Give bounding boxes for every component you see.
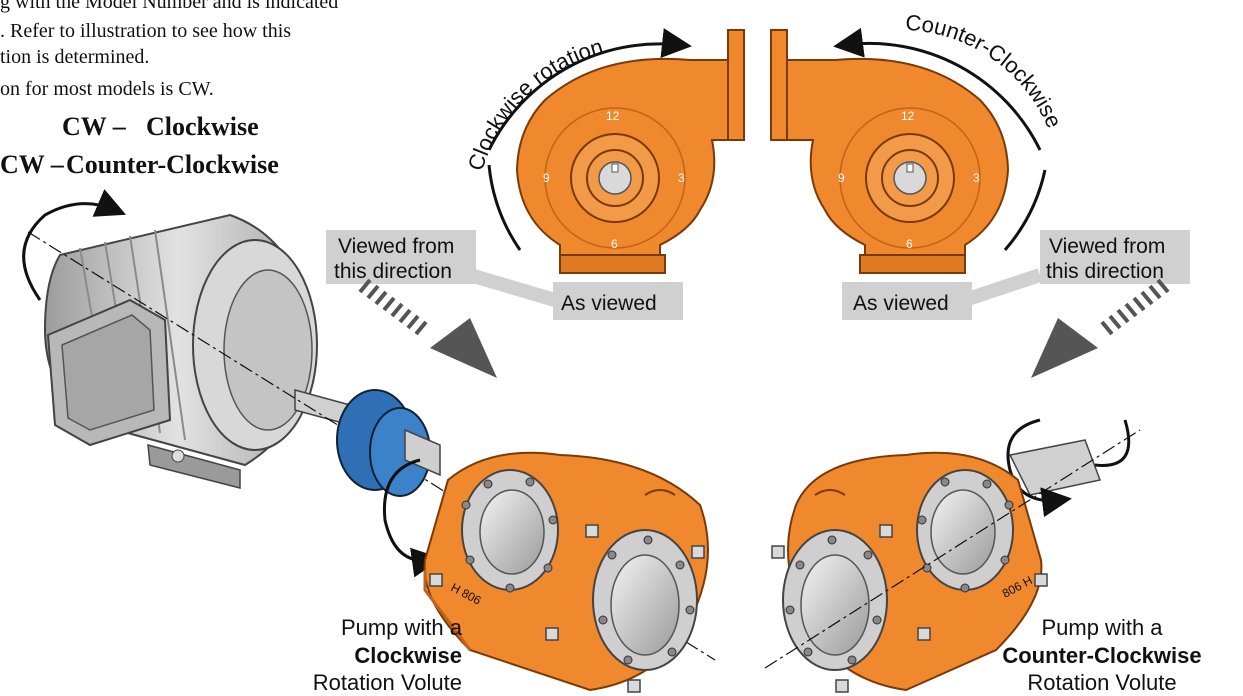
cw-caption-line2: Clockwise <box>354 643 462 668</box>
viewed-left-line2: this direction <box>334 260 452 283</box>
dial-6-right: 6 <box>906 237 913 251</box>
as-viewed-left-box: As viewed <box>553 282 683 320</box>
cw-caption-line1: Pump with a <box>341 615 463 640</box>
motor-illustration <box>24 204 350 488</box>
cw-caption-line3: Rotation Volute <box>313 670 462 695</box>
direction-arrow-icon <box>1031 280 1168 378</box>
as-viewed-right-box: As viewed <box>842 282 972 320</box>
dial-6-left: 6 <box>611 237 618 251</box>
volute-ccw-icon: Counter-Clockwise 12 3 6 9 <box>771 10 1067 273</box>
intro-line-3: tion is determined. <box>0 46 149 68</box>
dial-9-left: 9 <box>543 171 550 185</box>
dial-12-right: 12 <box>901 109 915 123</box>
viewed-from-right-box: Viewed from this direction <box>1040 230 1190 284</box>
viewed-right-line2: this direction <box>1046 260 1164 283</box>
viewed-from-left-box: Viewed from this direction <box>326 230 476 284</box>
dial-12-left: 12 <box>606 109 620 123</box>
viewed-left-line1: Viewed from <box>338 235 454 258</box>
coupling-illustration <box>337 390 440 496</box>
ccw-caption-line3: Rotation Volute <box>1027 670 1176 695</box>
cw-code: CW – <box>62 112 127 141</box>
as-viewed-right: As viewed <box>853 292 949 315</box>
intro-line-2: . Refer to illustration to see how this <box>0 20 291 42</box>
pump-ccw-caption: Pump with a Counter-Clockwise Rotation V… <box>1002 615 1201 695</box>
dial-9-right: 9 <box>838 171 845 185</box>
ccw-caption-line2: Counter-Clockwise <box>1002 643 1201 668</box>
ccw-code: CW – <box>0 150 65 179</box>
dial-3-left: 3 <box>678 171 685 185</box>
viewed-right-line1: Viewed from <box>1049 235 1165 258</box>
intro-text: g with the Model Number and is indicated… <box>0 0 338 179</box>
as-viewed-left: As viewed <box>561 292 657 315</box>
ccw-text: Counter-Clockwise <box>66 150 279 179</box>
dial-3-right: 3 <box>973 171 980 185</box>
volute-cw-icon: Clockwise rotation 12 3 6 9 <box>463 30 744 273</box>
direction-arrow-icon <box>360 280 497 378</box>
cw-text: Clockwise <box>146 112 259 141</box>
intro-line-4: on for most models is CW. <box>0 78 214 100</box>
intro-line-1: g with the Model Number and is indicated <box>0 0 338 13</box>
ccw-caption-line1: Pump with a <box>1041 615 1163 640</box>
pump-cw-caption: Pump with a Clockwise Rotation Volute <box>313 615 463 695</box>
